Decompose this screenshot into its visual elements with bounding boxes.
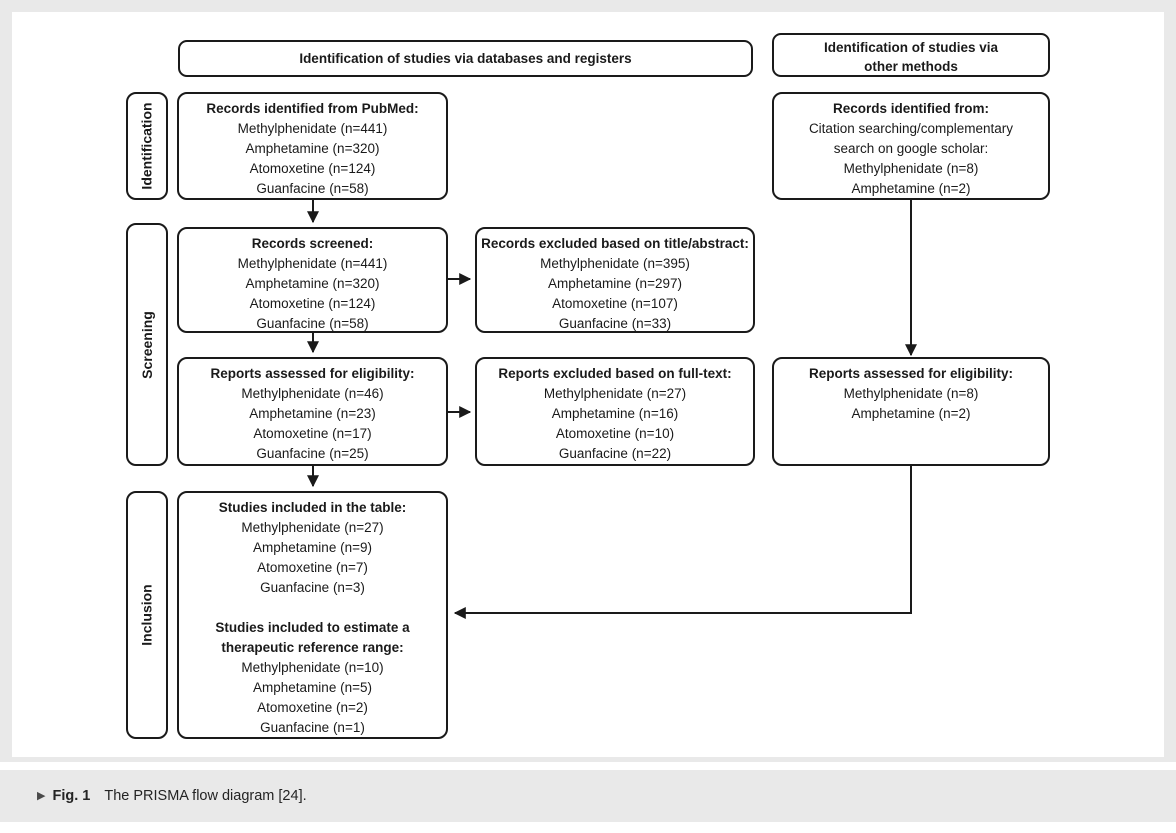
box-line: Methylphenidate (n=441) <box>237 121 388 136</box>
box-title: therapeutic reference range: <box>221 640 404 655</box>
header-other-line1: Identification of studies via <box>823 40 999 55</box>
figure-caption: ▶ Fig. 1 The PRISMA flow diagram [24]. <box>0 770 1176 822</box>
box-reports-assessed: Reports assessed for eligibility: Methyl… <box>177 357 448 466</box>
box-title: Reports assessed for eligibility: <box>808 366 1014 381</box>
box-line: Citation searching/complementary <box>808 121 1014 136</box>
box-line: Amphetamine (n=2) <box>851 181 971 196</box>
box-title: Studies included to estimate a <box>215 620 410 635</box>
box-records-identified-other: Records identified from: Citation search… <box>772 92 1050 200</box>
header-databases-text: Identification of studies via databases … <box>299 51 632 66</box>
box-title: Reports excluded based on full-text: <box>498 366 732 381</box>
stage-identification-text: Identification <box>139 102 155 190</box>
box-line: Methylphenidate (n=27) <box>241 520 384 535</box>
box-line: Guanfacine (n=33) <box>558 316 672 331</box>
box-line: Amphetamine (n=320) <box>245 276 380 291</box>
box-line: Methylphenidate (n=10) <box>241 660 384 675</box>
box-records-identified-pubmed: Records identified from PubMed: Methylph… <box>177 92 448 200</box>
box-reports-assessed-other: Reports assessed for eligibility: Methyl… <box>772 357 1050 466</box>
box-line: Amphetamine (n=9) <box>253 540 372 555</box>
stage-label-inclusion: Inclusion <box>126 491 168 739</box>
box-line: Atomoxetine (n=124) <box>249 296 376 311</box>
box-records-excluded-title-abstract: Records excluded based on title/abstract… <box>475 227 755 333</box>
box-studies-included: Studies included in the table: Methylphe… <box>177 491 448 739</box>
caption-arrow-icon: ▶ <box>37 789 46 802</box>
box-line: Methylphenidate (n=395) <box>540 256 690 271</box>
box-line: Methylphenidate (n=46) <box>241 386 384 401</box>
box-line: Methylphenidate (n=441) <box>237 256 388 271</box>
box-line: Guanfacine (n=22) <box>558 446 672 461</box>
header-other-line2: other methods <box>864 59 958 74</box>
header-databases-registers: Identification of studies via databases … <box>178 40 753 77</box>
box-line: Atomoxetine (n=7) <box>257 560 368 575</box>
caption-text: The PRISMA flow diagram [24]. <box>104 788 307 804</box>
box-line: Amphetamine (n=297) <box>548 276 682 291</box>
box-title: Reports assessed for eligibility: <box>210 366 415 381</box>
stage-inclusion-text: Inclusion <box>139 584 156 646</box>
box-line: Guanfacine (n=25) <box>256 446 369 461</box>
box-line: Atomoxetine (n=10) <box>555 426 675 441</box>
box-line: Amphetamine (n=16) <box>551 406 679 421</box>
box-records-screened: Records screened: Methylphenidate (n=441… <box>177 227 448 333</box>
box-line: search on google scholar: <box>833 141 989 156</box>
box-line: Amphetamine (n=2) <box>851 406 971 421</box>
box-line: Guanfacine (n=58) <box>256 181 369 196</box>
caption-label: Fig. 1 <box>52 788 91 804</box>
box-line: Guanfacine (n=3) <box>260 580 365 595</box>
box-line: Atomoxetine (n=17) <box>253 426 372 441</box>
stage-screening-text: Screening <box>139 310 156 379</box>
box-line: Methylphenidate (n=8) <box>843 161 979 176</box>
stage-label-screening: Screening <box>126 223 168 466</box>
box-line: Atomoxetine (n=107) <box>552 296 678 311</box>
box-spacer <box>179 598 446 618</box>
box-line: Amphetamine (n=5) <box>253 680 372 695</box>
box-line: Guanfacine (n=58) <box>256 316 369 331</box>
box-title: Studies included in the table: <box>218 500 407 515</box>
box-line: Amphetamine (n=23) <box>249 406 376 421</box>
box-title: Records screened: <box>251 236 374 251</box>
box-line: Atomoxetine (n=124) <box>249 161 376 176</box>
box-title: Records identified from PubMed: <box>206 101 419 116</box>
box-reports-excluded-fulltext: Reports excluded based on full-text: Met… <box>475 357 755 466</box>
box-line: Atomoxetine (n=2) <box>257 700 368 715</box>
box-line: Guanfacine (n=1) <box>260 720 365 735</box>
box-title: Records excluded based on title/abstract… <box>481 236 749 251</box>
header-other-methods: Identification of studies via other meth… <box>772 33 1050 77</box>
box-line: Methylphenidate (n=8) <box>843 386 979 401</box>
box-title: Records identified from: <box>832 101 989 116</box>
box-line: Methylphenidate (n=27) <box>543 386 687 401</box>
box-line: Amphetamine (n=320) <box>245 141 380 156</box>
stage-label-identification: Identification <box>126 92 168 200</box>
